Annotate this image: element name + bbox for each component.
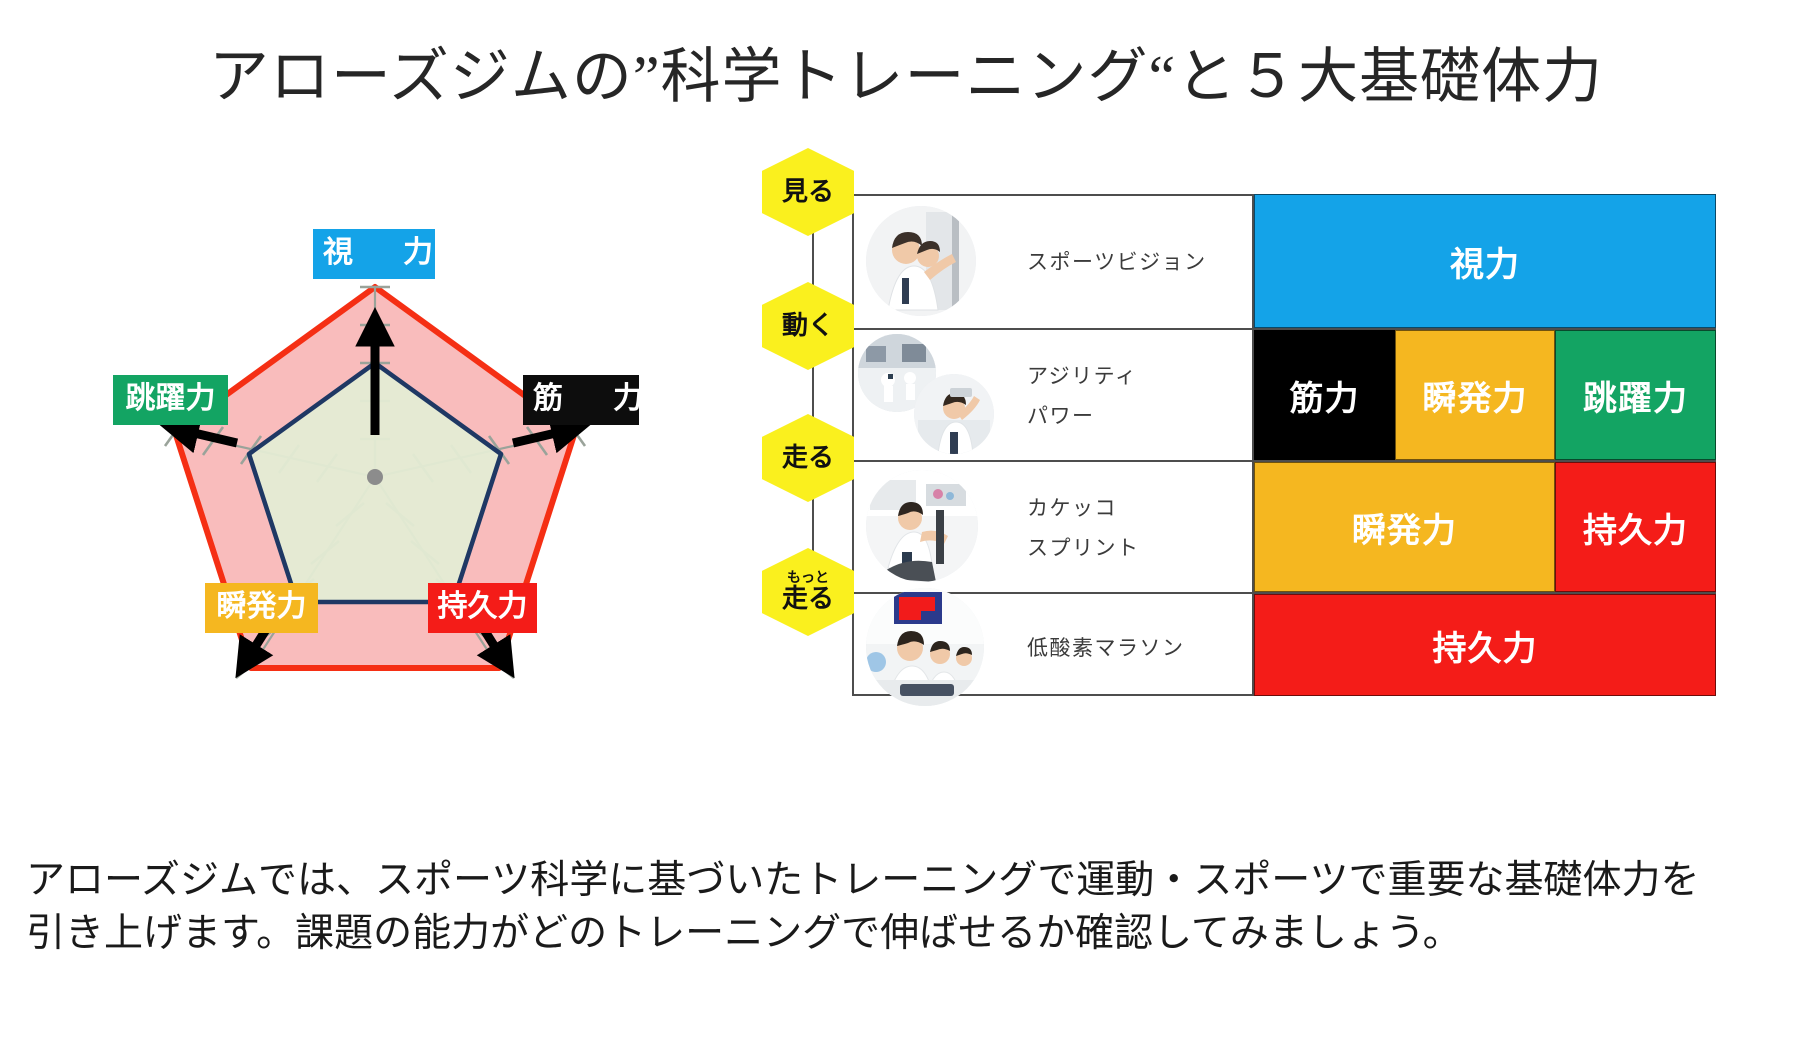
- description-line-2: 引き上げます。課題の能力がどのトレーニングで伸ばせるか確認してみましょう。: [26, 911, 1462, 955]
- capability-cell-choyakuryoku: 跳躍力: [1555, 330, 1716, 460]
- training-name-3-line-2: スプリント: [1027, 536, 1140, 560]
- capability-cell-kinryoku: 筋力: [1254, 330, 1395, 460]
- radar-label-shiryoku: 視 力: [313, 229, 435, 279]
- table-cell-training-4: 低酸素マラソン: [852, 588, 1252, 706]
- stage-hexagon-label: 動く: [762, 282, 854, 370]
- photo-power: [914, 374, 994, 454]
- stage-hexagon-maintext: 走る: [781, 442, 834, 473]
- table-cell-training-3: カケッコ スプリント: [852, 462, 1252, 592]
- table-row: スポーツビジョン 視力: [852, 194, 1716, 328]
- capability-cell-shiryoku: 視力: [1254, 194, 1716, 328]
- table-cell-training-1: スポーツビジョン: [852, 194, 1252, 328]
- description-text: アローズジムでは、スポーツ科学に基づいたトレーニングで運動・スポーツで重要な基礎…: [26, 855, 1796, 960]
- stage-hexagon-label: 走る: [762, 414, 854, 502]
- stage-hexagon-label: もっと 走る: [762, 548, 854, 636]
- capability-cell-shunpatsuryoku-row2: 瞬発力: [1395, 330, 1555, 460]
- stage-hexagon-miru[interactable]: 見る: [762, 148, 854, 236]
- radar-chart: 視 力 筋 力 持久力 瞬発力 跳躍力: [95, 215, 735, 715]
- training-name-3-line-1: カケッコ: [1027, 496, 1117, 520]
- training-name-4-line-1: 低酸素マラソン: [1027, 636, 1185, 660]
- photo-sports-vision: [866, 206, 976, 316]
- stage-hexagon-sublabel: もっと: [787, 569, 829, 586]
- photo-sprint: [866, 470, 978, 582]
- stage-hexagon-maintext: 見る: [781, 176, 834, 207]
- training-matrix-table: スポーツビジョン 視力: [852, 194, 1716, 706]
- table-row: 低酸素マラソン 持久力: [852, 588, 1716, 706]
- hex-connector-stem-2: [812, 330, 814, 462]
- stage-hexagon-motto-hashiru[interactable]: もっと 走る: [762, 548, 854, 636]
- hex-connector-stem-3: [812, 462, 814, 594]
- photo-hypoxic-marathon: [866, 588, 984, 706]
- table-row-divider-3: [852, 592, 1716, 594]
- stage-hexagon-maintext: 動く: [781, 310, 834, 341]
- capability-cell-jikyuryoku-row3: 持久力: [1555, 462, 1716, 592]
- training-name-2-line-2: パワー: [1027, 404, 1095, 428]
- radar-chart-svg: [159, 284, 591, 680]
- table-row: アジリティ パワー 筋力 瞬発力 跳躍力: [852, 330, 1716, 460]
- hex-connector-stem-1: [812, 196, 814, 330]
- table-row-divider-2: [852, 460, 1716, 462]
- page-title: アローズジムの”科学トレーニング“と５大基礎体力: [208, 44, 1604, 110]
- radar-label-choyakuryoku: 跳躍力: [113, 375, 228, 425]
- radar-label-shunpatsuryoku: 瞬発力: [205, 583, 318, 633]
- capability-cell-shunpatsuryoku-row3: 瞬発力: [1254, 462, 1555, 592]
- table-row: カケッコ スプリント 瞬発力 持久力: [852, 462, 1716, 592]
- stage-hexagon-ugoku[interactable]: 動く: [762, 282, 854, 370]
- stage-hexagon-hashiru[interactable]: 走る: [762, 414, 854, 502]
- stage-hexagon-label: 見る: [762, 148, 854, 236]
- table-row-divider-1: [852, 328, 1716, 330]
- radar-label-jikyuryoku: 持久力: [428, 583, 537, 633]
- training-name-1-line-1: スポーツビジョン: [1027, 250, 1207, 274]
- radar-center-dot: [367, 469, 383, 485]
- training-name-2-line-1: アジリティ: [1027, 364, 1138, 388]
- radar-label-kinryoku: 筋 力: [523, 375, 643, 425]
- table-cell-training-2: アジリティ パワー: [852, 330, 1252, 460]
- description-line-1: アローズジムでは、スポーツ科学に基づいたトレーニングで運動・スポーツで重要な基礎…: [26, 859, 1700, 902]
- capability-cell-jikyuryoku-row4: 持久力: [1254, 594, 1716, 696]
- table-column-divider: [1252, 194, 1254, 696]
- stage-hexagon-maintext: 走る: [781, 583, 834, 614]
